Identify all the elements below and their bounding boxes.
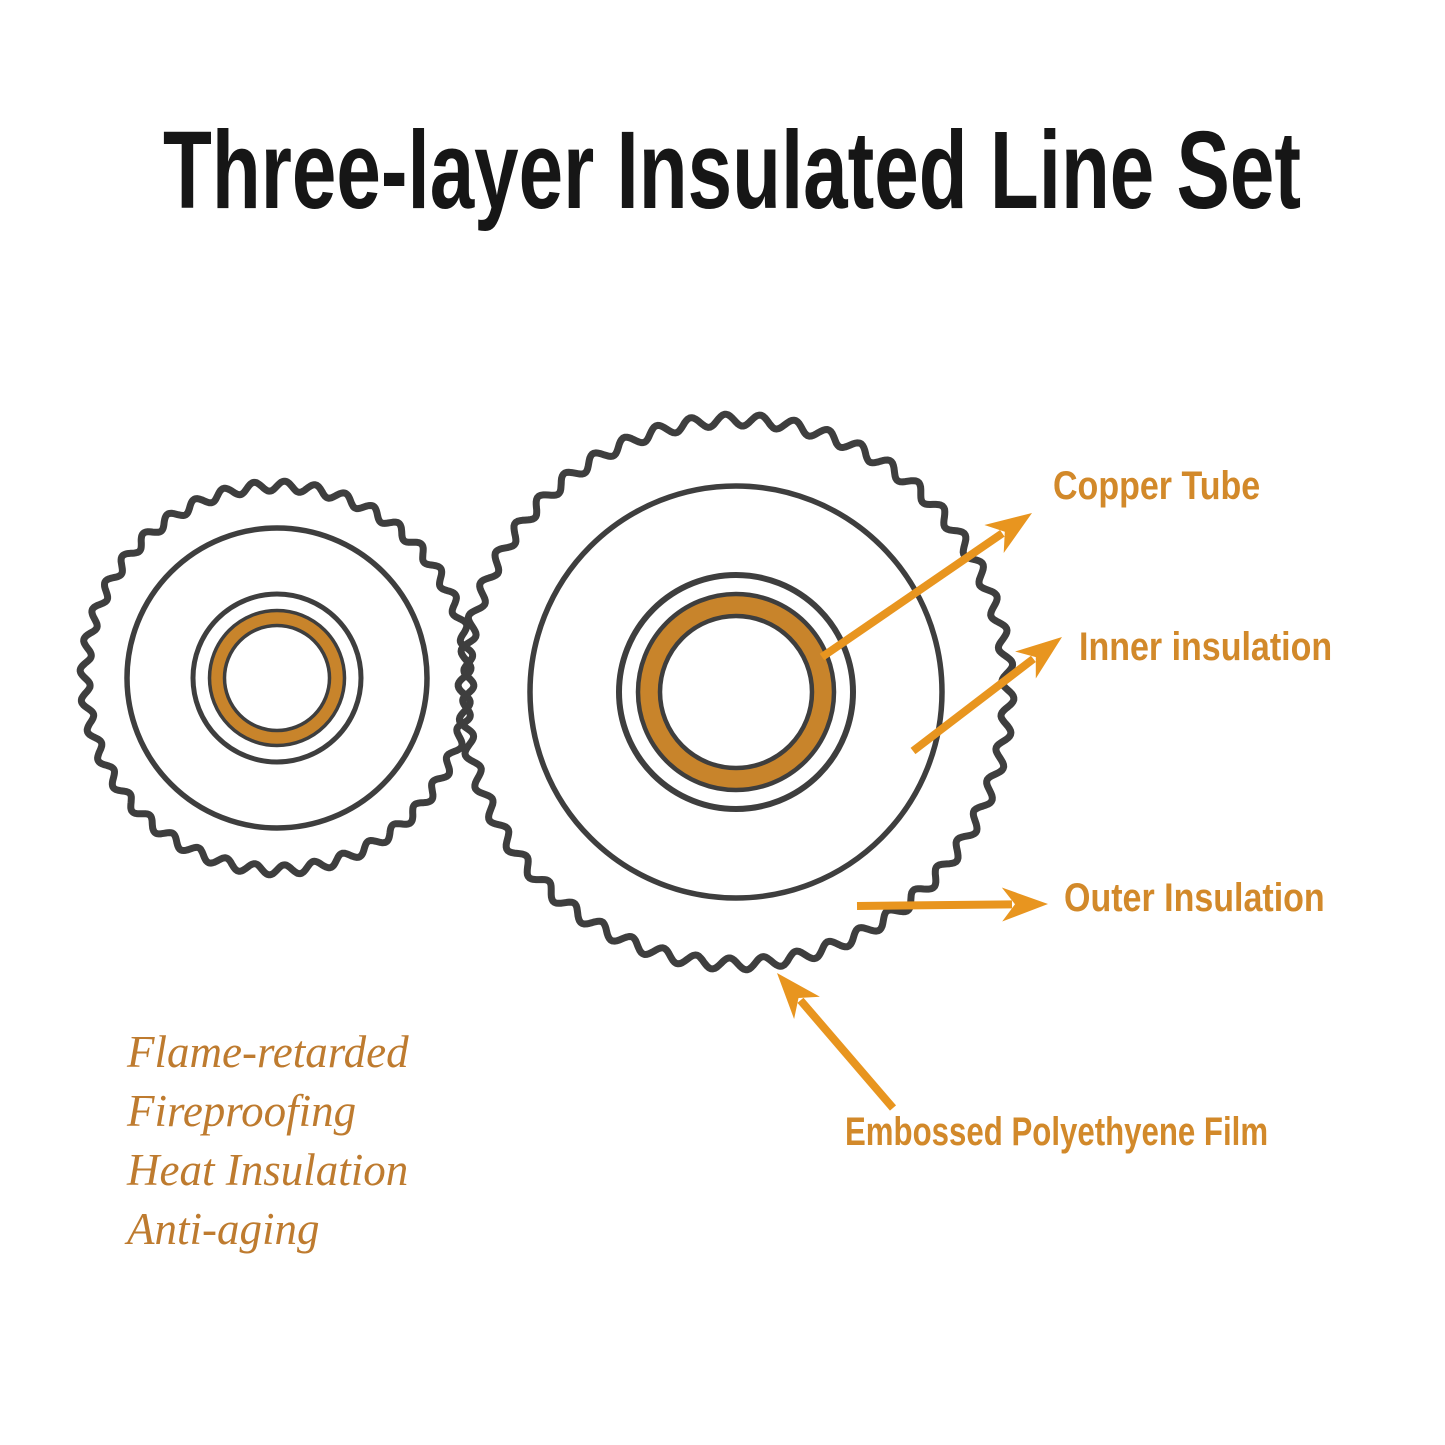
feature-item: Fireproofing — [127, 1086, 357, 1136]
page-title: Three-layer Insulated Line Set — [163, 109, 1301, 232]
inner-insulation-arrow — [910, 637, 1062, 755]
feature-item: Flame-retarded — [127, 1027, 409, 1077]
copper-tube-arrow — [819, 513, 1032, 661]
copper-tube-label: Copper Tube — [1053, 464, 1261, 508]
outer-insulation-arrow — [856, 887, 1048, 922]
feature-item: Anti-aging — [127, 1204, 320, 1254]
small-tube-cross-section — [76, 477, 478, 879]
feature-item: Heat Insulation — [127, 1145, 409, 1195]
inner-insulation-label: Inner insulation — [1079, 625, 1333, 669]
features-list: Flame-retarded Fireproofing Heat Insulat… — [127, 1023, 409, 1259]
embossed-film-arrow — [777, 973, 897, 1111]
large-tube-cross-section — [454, 410, 1018, 974]
embossed-film-label: Embossed Polyethyene Film — [845, 1110, 1269, 1154]
outer-insulation-label: Outer Insulation — [1064, 876, 1325, 920]
